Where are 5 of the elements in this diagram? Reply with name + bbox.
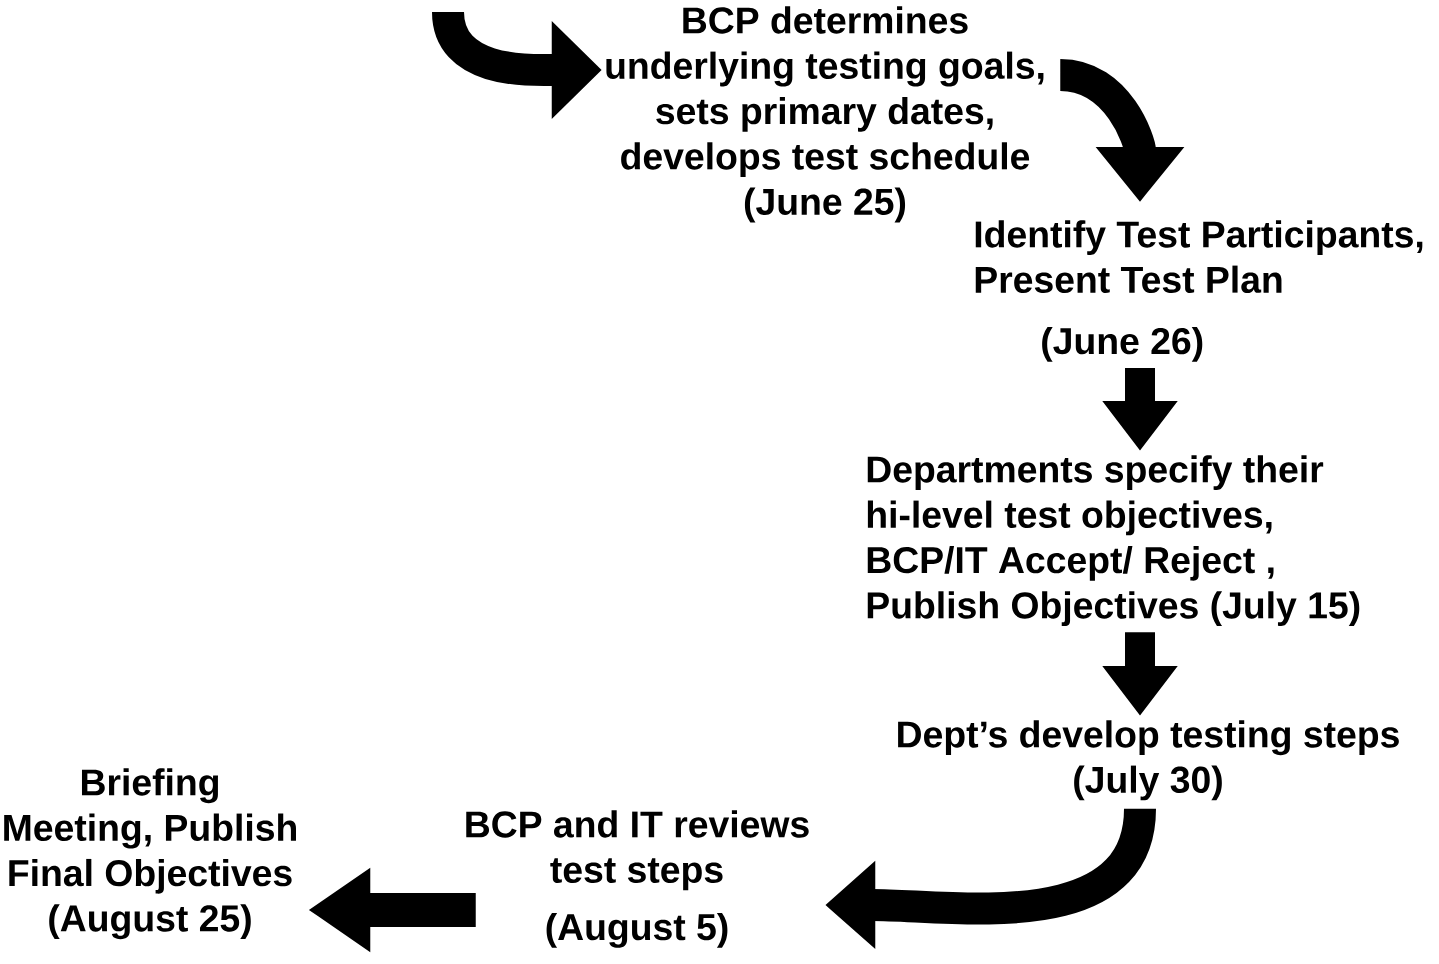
step-text: Identify Test Participants, Present Test Plan (June 26): [975, 220, 1423, 362]
step-text: Briefing Meeting, Publish Final Objectives (August 25): [4, 768, 296, 940]
step-text: Departments specify their hi-level test objectives, BCP/IT Accept/ Reject , Publish Objectives (July 15): [867, 455, 1360, 627]
step-text: Dept’s develop testing steps (July 30): [898, 720, 1399, 801]
step-text: BCP and IT reviews test steps (August 5): [466, 810, 809, 948]
